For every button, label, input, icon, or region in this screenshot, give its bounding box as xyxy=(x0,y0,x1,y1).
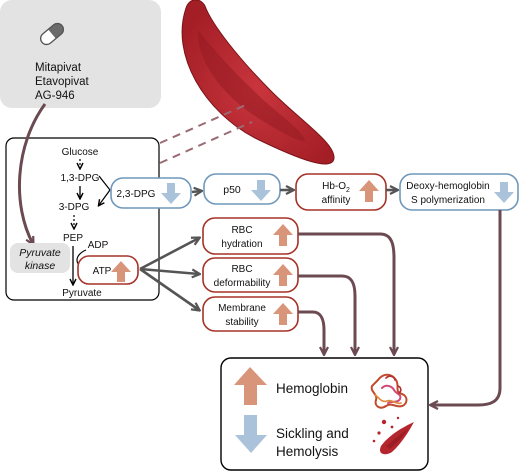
svg-text:stability: stability xyxy=(225,317,258,328)
up-arrow-icon xyxy=(359,180,379,202)
up-arrow-icon xyxy=(111,261,131,282)
drug-to-enzyme-arrow xyxy=(18,103,47,244)
svg-text:2,3-DPG: 2,3-DPG xyxy=(117,189,156,200)
atp-to-membrane-arrow xyxy=(139,267,199,310)
hemolysis-icon xyxy=(372,416,414,455)
sickle-cell-icon xyxy=(181,0,335,165)
atp-to-hydration-arrow xyxy=(139,238,199,271)
metabolite-glucose: Glucose xyxy=(62,147,99,158)
p50-box: p50 xyxy=(203,173,281,205)
atp-box: ATP xyxy=(77,255,139,285)
drug-name: AG-946 xyxy=(35,90,75,102)
outcome-hemoglobin: Hemoglobin xyxy=(276,381,348,396)
outcome-box: Hemoglobin Sickling and Hemolysis xyxy=(220,357,429,471)
rbc-deformability-box: RBC deformability xyxy=(202,257,299,293)
zoom-line xyxy=(159,121,253,164)
svg-text:kinase: kinase xyxy=(25,260,56,272)
hemoglobin-protein-icon xyxy=(370,373,408,409)
metabolite-pyruvate: Pyruvate xyxy=(62,288,102,299)
metabolite-13dpg: 1,3-DPG xyxy=(61,173,100,184)
dpg23-box: 2,3-DPG xyxy=(110,177,192,209)
metabolite-adp: ADP xyxy=(88,240,109,251)
metabolite-pep: PEP xyxy=(63,233,83,244)
membrane-stability-box: Membrane stability xyxy=(202,296,299,332)
zoom-line xyxy=(159,103,249,144)
drug-box: Mitapivat Etavopivat AG-946 xyxy=(0,0,161,108)
svg-text:p50: p50 xyxy=(223,184,241,196)
deoxy-hbs-box: Deoxy-hemoglobin S polymerization xyxy=(399,173,519,211)
rbc-hydration-box: RBC hydration xyxy=(202,217,299,255)
membrane-to-outcome-arrow xyxy=(298,310,324,354)
up-arrow-icon xyxy=(273,264,293,286)
metabolite-3dpg: 3-DPG xyxy=(59,202,90,213)
deformability-to-outcome-arrow xyxy=(298,274,355,354)
svg-text:RBC: RBC xyxy=(231,264,252,275)
svg-text:affinity: affinity xyxy=(322,195,351,206)
svg-text:Deoxy-hemoglobin: Deoxy-hemoglobin xyxy=(406,181,489,192)
up-arrow-icon xyxy=(234,367,267,405)
down-arrow-icon xyxy=(251,180,271,201)
svg-text:S polymerization: S polymerization xyxy=(411,195,485,206)
down-arrow-icon xyxy=(235,415,267,453)
drug-name: Mitapivat xyxy=(35,62,82,74)
outcome-sickling-line2: Hemolysis xyxy=(276,444,339,459)
svg-text:Hb-O2: Hb-O2 xyxy=(322,181,350,194)
hydration-to-outcome-arrow xyxy=(298,232,394,354)
svg-text:Membrane: Membrane xyxy=(218,303,266,314)
hb-o2-affinity-box: Hb-O2 affinity xyxy=(295,173,387,211)
polymerization-to-outcome-arrow xyxy=(431,210,502,405)
dpg-to-p50-arrow xyxy=(191,191,201,192)
up-arrow-icon xyxy=(273,224,293,246)
outcome-sickling-line1: Sickling and xyxy=(276,426,349,441)
svg-text:RBC: RBC xyxy=(231,225,252,236)
drug-name: Etavopivat xyxy=(35,76,90,88)
svg-text:Pyruvate: Pyruvate xyxy=(19,247,61,259)
down-arrow-icon xyxy=(161,183,181,204)
atp-to-deformability-arrow xyxy=(139,267,199,274)
svg-text:ATP: ATP xyxy=(93,266,112,277)
pyruvate-kinase-label: Pyruvate kinase xyxy=(10,243,70,273)
up-arrow-icon xyxy=(273,303,293,325)
down-arrow-icon xyxy=(494,182,514,203)
svg-text:deformability: deformability xyxy=(214,278,271,289)
pill-icon xyxy=(40,22,64,46)
svg-text:hydration: hydration xyxy=(221,239,262,250)
